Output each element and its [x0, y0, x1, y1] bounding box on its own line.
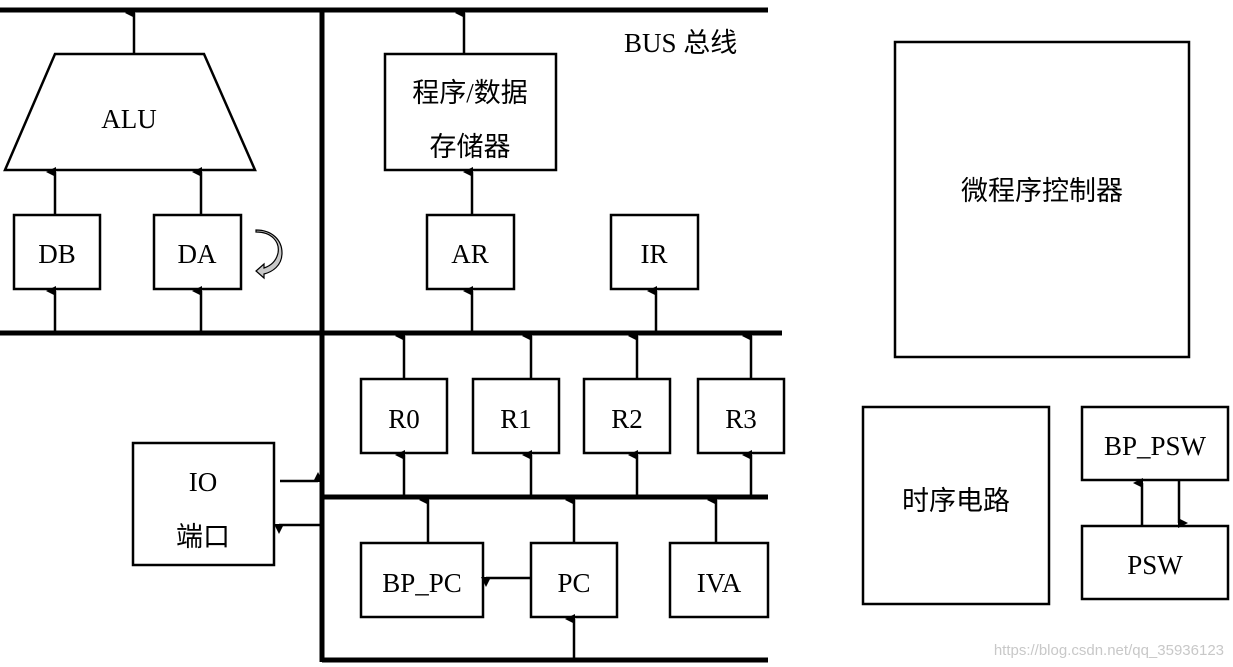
ir-register: IR — [609, 213, 700, 291]
iva-label: IVA — [697, 568, 742, 598]
r1-label: R1 — [500, 404, 532, 434]
bp-pc-label: BP_PC — [382, 568, 462, 598]
bus-lines — [0, 7, 782, 663]
io-label-line2: 端口 — [176, 522, 230, 552]
bp-psw-register: BP_PSW — [1080, 405, 1230, 482]
bp-psw-label: BP_PSW — [1104, 431, 1207, 461]
pc-label: PC — [557, 568, 590, 598]
io-label-line1: IO — [189, 467, 218, 497]
io-port-block: IO 端口 — [131, 441, 276, 567]
timing-circuit-block: 时序电路 — [861, 405, 1051, 606]
r1-register: R1 — [471, 377, 561, 455]
memory-label-line1: 程序/数据 — [412, 78, 528, 108]
psw-label: PSW — [1127, 550, 1183, 580]
memory-label-line2: 存储器 — [430, 132, 511, 162]
r3-register: R3 — [696, 377, 786, 455]
ar-register: AR — [425, 213, 516, 291]
r2-register: R2 — [582, 377, 672, 455]
da-register: DA — [152, 213, 243, 291]
rotate-icon — [255, 229, 283, 280]
watermark: https://blog.csdn.net/qq_35936123 — [994, 642, 1224, 659]
bp-pc-register: BP_PC — [359, 541, 485, 619]
microprogram-controller-label: 微程序控制器 — [961, 176, 1123, 206]
ar-label: AR — [451, 239, 489, 269]
pc-register: PC — [529, 541, 619, 619]
r2-label: R2 — [611, 404, 643, 434]
alu-block: ALU — [3, 52, 257, 172]
db-label: DB — [38, 239, 76, 269]
r0-register: R0 — [359, 377, 449, 455]
timing-circuit-label: 时序电路 — [902, 486, 1010, 516]
da-label: DA — [178, 239, 217, 269]
r3-label: R3 — [725, 404, 757, 434]
microprogram-controller-block: 微程序控制器 — [893, 40, 1191, 359]
alu-label: ALU — [101, 104, 157, 134]
r0-label: R0 — [388, 404, 420, 434]
db-register: DB — [12, 213, 102, 291]
iva-register: IVA — [668, 541, 770, 619]
bus-label: BUS 总线 — [624, 28, 737, 58]
psw-register: PSW — [1080, 524, 1230, 601]
ir-label: IR — [641, 239, 668, 269]
memory-block: 程序/数据 存储器 — [383, 52, 558, 172]
